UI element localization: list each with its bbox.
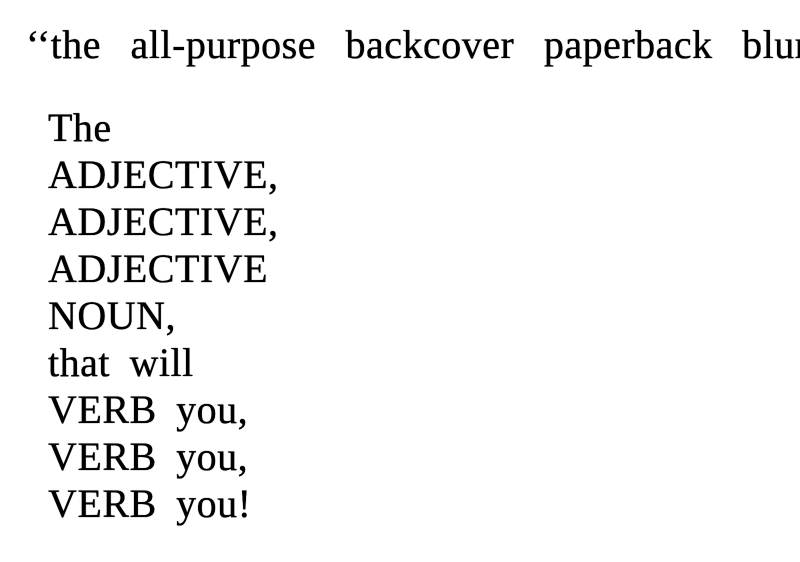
blurb-line: NOUN,	[48, 293, 177, 338]
blurb-line: The	[48, 105, 112, 150]
blurb-line: ADJECTIVE,	[48, 152, 279, 197]
blurb-line: ADJECTIVE	[48, 246, 269, 291]
blurb-heading: ‘‘the all-purpose backcover paperback bl…	[26, 22, 800, 67]
blurb-line: VERB you!	[48, 481, 252, 526]
blurb-body: The ADJECTIVE, ADJECTIVE, ADJECTIVE NOUN…	[48, 104, 279, 527]
blurb-line: that will	[48, 340, 194, 385]
blurb-line: VERB you,	[48, 387, 249, 432]
blurb-line: ADJECTIVE,	[48, 199, 279, 244]
blurb-line: VERB you,	[48, 434, 249, 479]
